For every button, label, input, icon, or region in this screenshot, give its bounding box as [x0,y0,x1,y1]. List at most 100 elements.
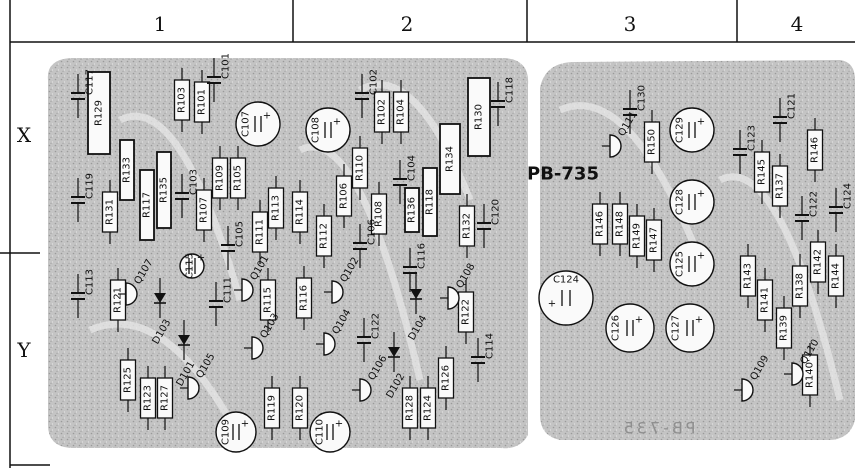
plus-mark: + [695,315,703,326]
resistor-label: R109 [215,165,226,191]
capacitor-body [669,179,715,225]
resistor: R109 [211,146,229,210]
electrolytic-capacitor: +C129 [669,107,715,153]
resistor-label: R120 [295,395,306,421]
capacitor-label: C111 [223,277,234,303]
resistor-label: R106 [339,183,350,209]
resistor: R146 [591,192,609,256]
resistor-label: R150 [647,129,658,155]
resistor-label: R121 [113,287,124,313]
resistor: R142 [809,230,827,294]
resistor: R124 [419,376,437,440]
resistor-label: R108 [374,201,385,227]
plus-mark: + [197,253,205,264]
resistor: R139 [775,296,793,360]
resistor: R143 [739,244,757,308]
resistor: R148 [611,192,629,256]
resistor-label: R115 [263,287,274,313]
resistor-label: R114 [295,199,306,225]
resistor: R123 [139,366,157,430]
capacitor-body [665,303,715,353]
capacitor-label: C113 [85,269,96,295]
resistor-label: R107 [199,197,210,223]
resistor-label: R136 [407,197,418,223]
resistor-label: R138 [795,273,806,299]
capacitor-label: C108 [311,117,322,143]
capacitor-label: C117 [85,69,96,95]
capacitor-label: C128 [675,189,686,215]
resistor: R119 [263,376,281,440]
resistor-label: R130 [474,104,485,130]
diode-body [178,335,190,345]
resistor: R136 [404,187,420,233]
resistor-label: R126 [441,365,452,391]
capacitor-label: C127 [671,315,682,341]
capacitor-body [235,101,281,147]
plus-mark: + [635,315,643,326]
resistor: R116 [295,266,313,330]
resistor: R133 [119,139,135,201]
resistor: R144 [827,244,845,308]
resistor: R126 [437,346,455,410]
capacitor-label: C121 [787,93,798,119]
capacitor-label: C110 [315,419,326,445]
resistor: R114 [291,180,309,244]
capacitor: C119 [71,173,96,222]
plus-mark: + [335,419,343,430]
resistor-label: R132 [462,213,473,239]
column-label: 1 [154,12,167,36]
resistor-label: R148 [615,211,626,237]
resistor-label: R135 [159,177,170,203]
resistor-label: R139 [779,315,790,341]
capacitor-label: C118 [505,77,516,103]
resistor-label: R133 [122,157,133,183]
resistor: R132 [458,194,476,258]
transistor-body [447,286,460,310]
resistor-label: R113 [271,195,282,221]
capacitor: C122 [357,313,382,362]
capacitor-body [309,411,351,453]
resistor: R135 [156,151,172,229]
resistor-label: R142 [813,249,824,275]
capacitor-body [669,107,715,153]
resistor-label: R102 [377,99,388,125]
resistor: R112 [315,204,333,268]
plus-mark: + [241,419,249,430]
resistor-label: R116 [299,285,310,311]
resistor-label: R117 [142,192,153,218]
resistor-label: R105 [233,165,244,191]
capacitor-label: C104 [407,155,418,181]
resistor: R103 [173,68,191,132]
resistor: R107 [195,178,213,242]
resistor: R118 [422,167,438,237]
plus-mark: + [697,117,705,128]
column-label: 4 [791,12,804,36]
resistor-label: R131 [105,199,116,225]
transistor-body [791,362,804,386]
electrolytic-capacitor: +C126 [605,303,655,353]
resistor: R130 [467,77,491,157]
resistor-label: R141 [760,287,771,313]
resistor: R106 [335,164,353,228]
capacitor: C114 [471,333,496,382]
electrolytic-capacitor: + C108 [305,107,351,153]
resistor-label: R140 [805,362,816,388]
resistor-label: R147 [649,227,660,253]
capacitor-label: C122 [809,191,820,217]
plus-mark: + [697,251,705,262]
capacitor: C122 [795,191,820,240]
transistor-body [125,282,138,306]
plus-mark: + [333,117,341,128]
capacitor: C130 [623,85,648,134]
capacitor-body [669,241,715,287]
column-label: 3 [624,12,637,36]
capacitor-label: C105 [235,221,246,247]
resistor: R150 [643,110,661,174]
resistor-label: R103 [177,87,188,113]
capacitor: C116 [403,243,428,292]
capacitor: C102 [355,69,380,118]
transistor-body [251,336,264,360]
resistor-label: R123 [143,385,154,411]
capacitor: C101 [207,53,232,102]
transistor-body [331,280,344,304]
